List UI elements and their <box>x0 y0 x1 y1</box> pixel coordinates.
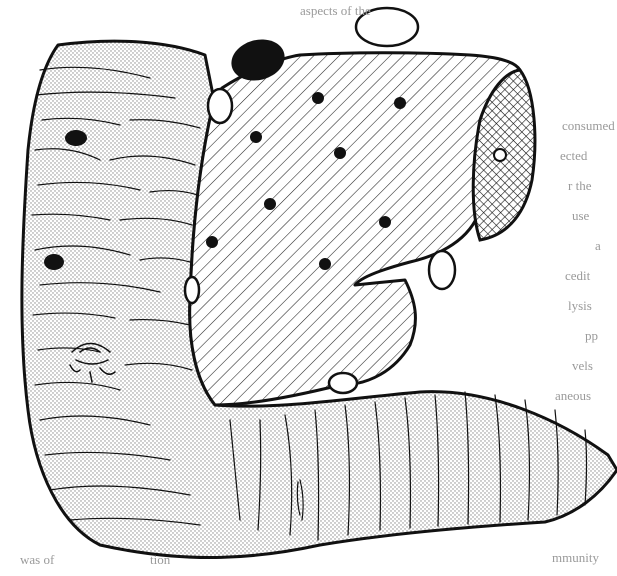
bleed-text-6: a <box>595 238 601 254</box>
bleed-text-2: consumed <box>562 118 615 134</box>
bleed-text-3: ected <box>560 148 587 164</box>
duodenal-lesion-1 <box>65 130 87 146</box>
bleed-text-9: pp <box>585 328 598 344</box>
bleed-text-5: use <box>572 208 589 224</box>
pancreatic-duct-opening <box>494 149 506 161</box>
pancreas <box>190 53 520 405</box>
bleed-text-13: was of <box>20 552 54 568</box>
bleed-text-10: vels <box>572 358 593 374</box>
bleed-text-4: r the <box>568 178 591 194</box>
bleed-text-7: cedit <box>565 268 590 284</box>
bleed-text-11: aneous <box>555 388 591 404</box>
bleed-text-1: aspects of the <box>300 3 371 19</box>
bleed-text-14: tion <box>150 552 170 568</box>
bleed-text-8: lysis <box>568 298 592 314</box>
bleed-text-12: mmunity <box>552 550 599 566</box>
duodenal-lesion-2 <box>44 254 64 270</box>
